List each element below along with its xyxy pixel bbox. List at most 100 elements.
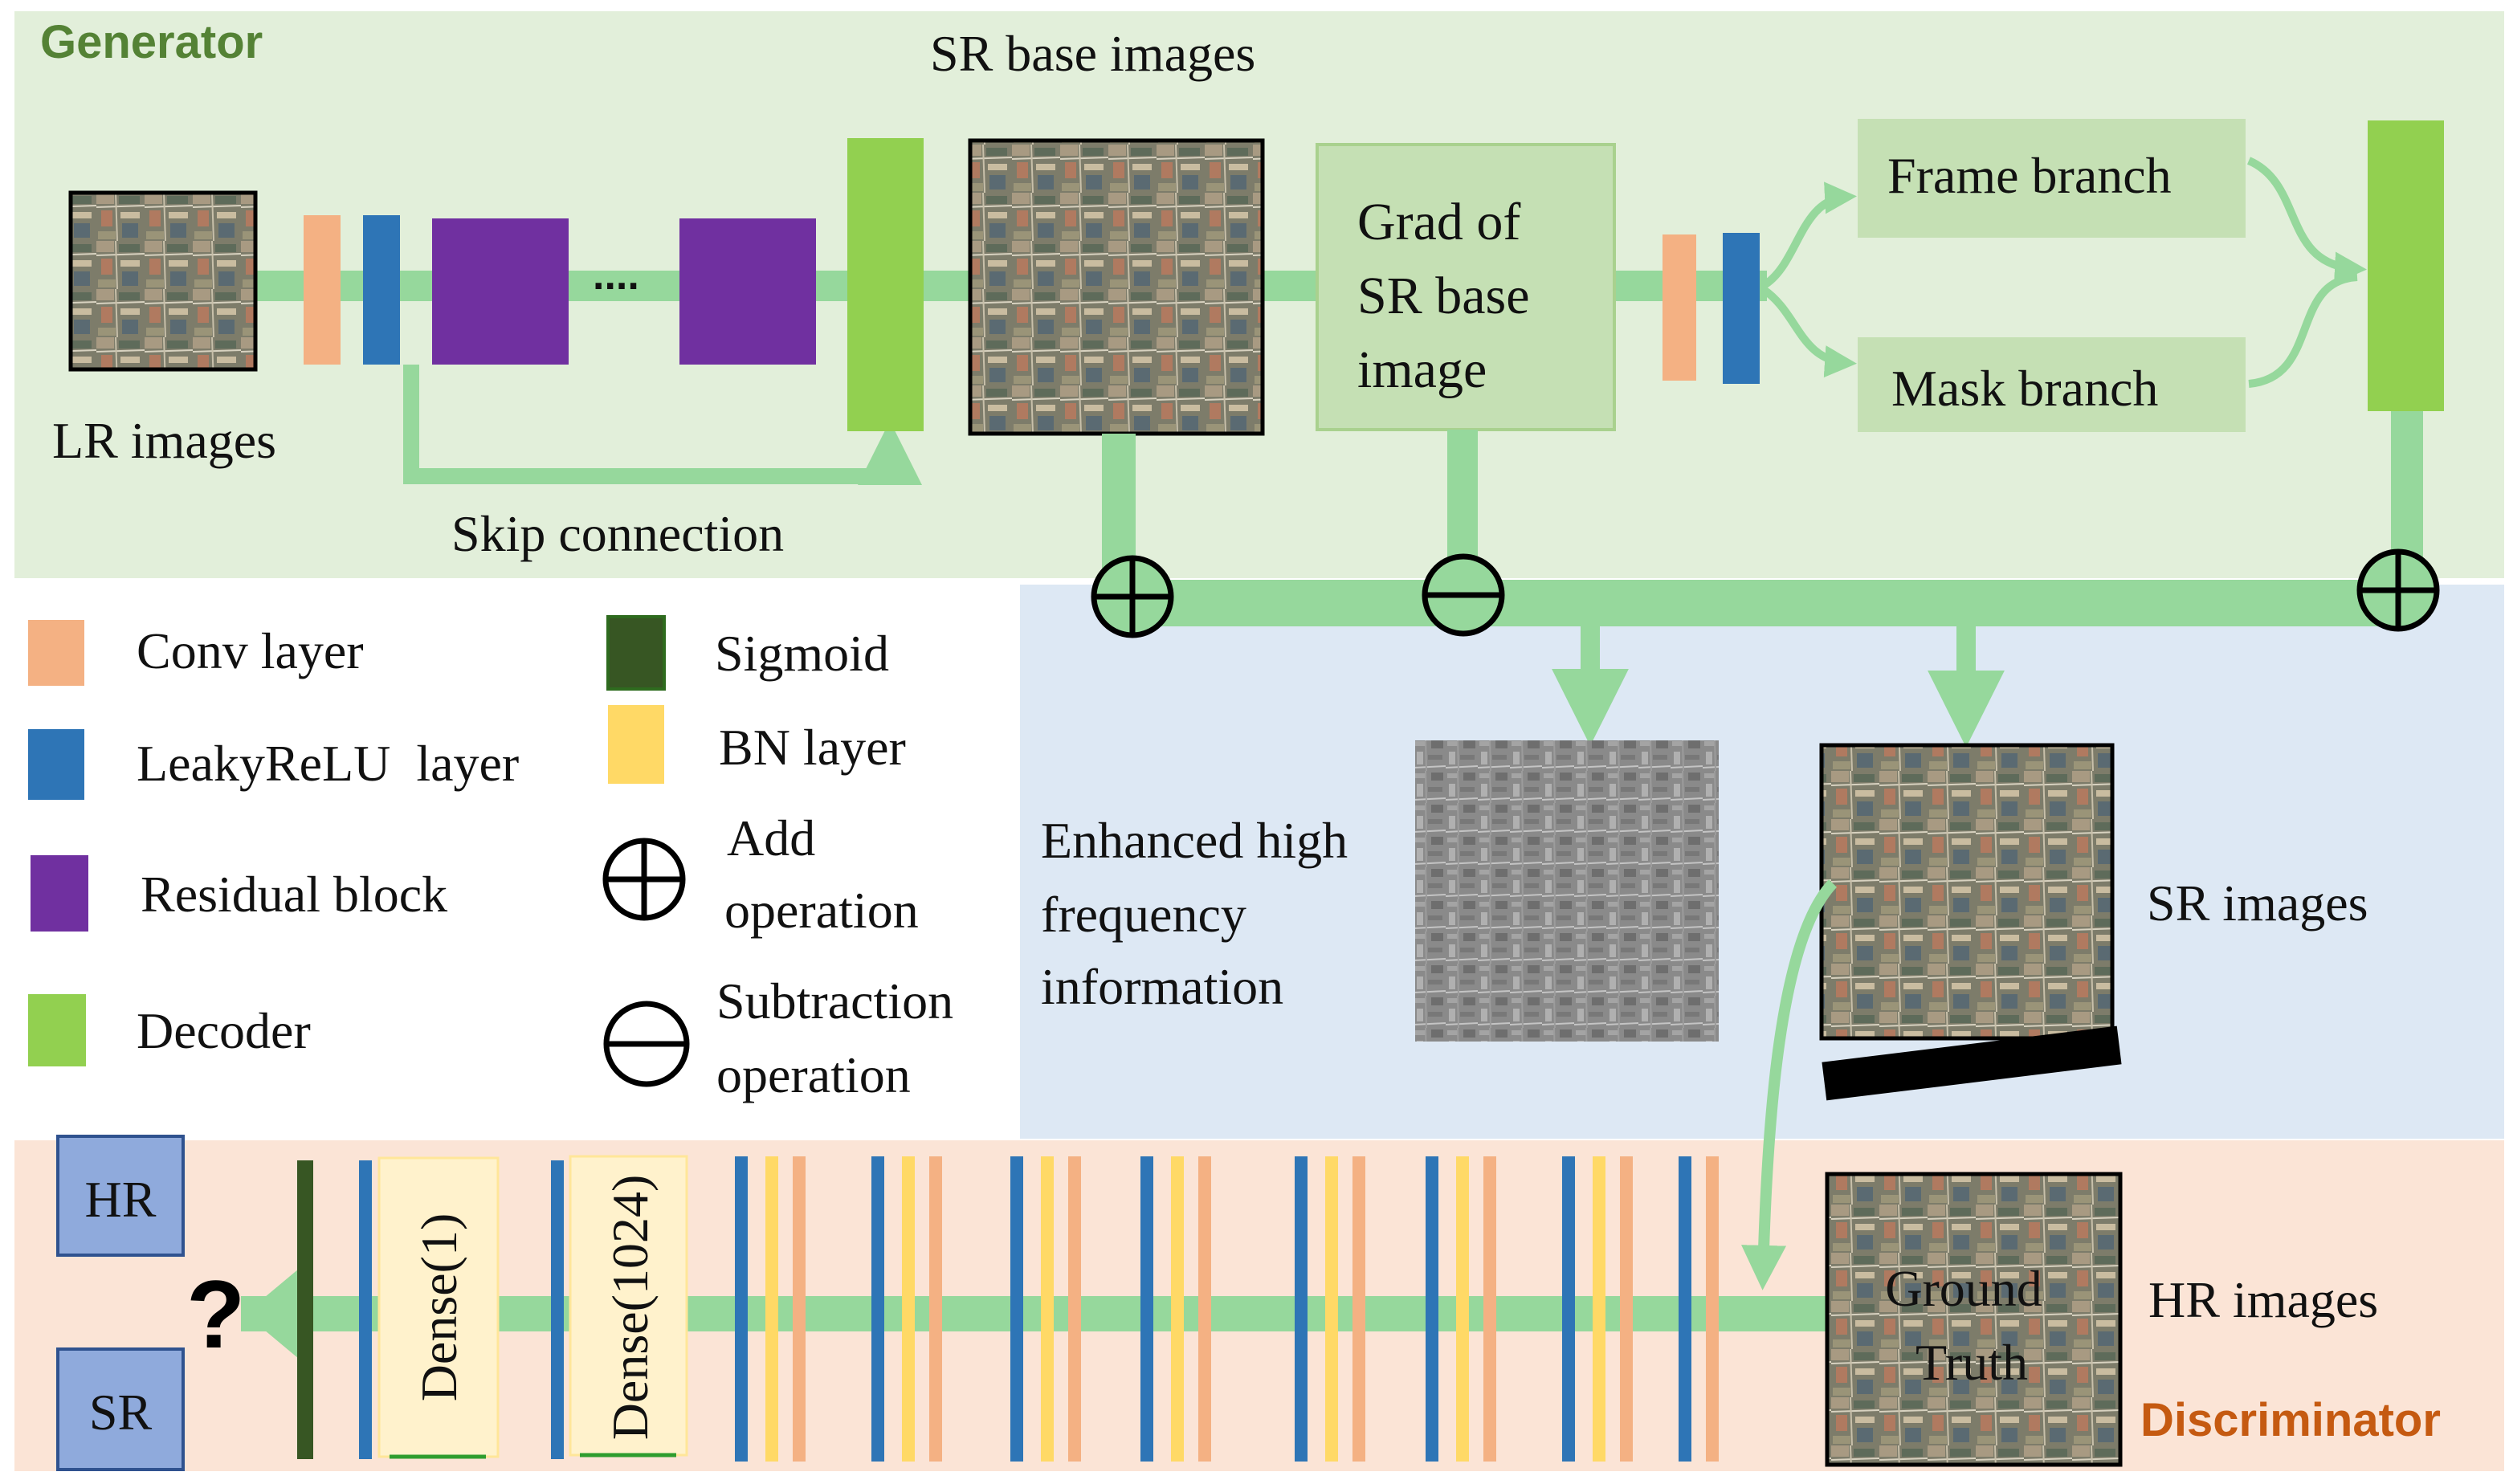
generator-title: Generator xyxy=(40,16,263,68)
enhanced-line-3: information xyxy=(1041,958,1283,1015)
enhanced-line-2: frequency xyxy=(1041,886,1246,943)
sr-image xyxy=(1819,743,2115,1041)
legend-conv-label: Conv layer xyxy=(137,622,364,679)
generator-flow-line-2 xyxy=(1261,271,1317,301)
legend-sigmoid-swatch xyxy=(606,615,666,691)
legend-subtraction-icon xyxy=(603,1001,690,1087)
disc-group-6-conv-layer xyxy=(1483,1156,1496,1462)
hr-images-label: HR images xyxy=(2148,1271,2378,1328)
enhanced-line-1: Enhanced high xyxy=(1041,812,1348,869)
grad-box-line-2: SR base xyxy=(1357,267,1530,325)
lr-image xyxy=(68,190,258,372)
add-operation-icon-2 xyxy=(2356,548,2440,632)
dense-1-box xyxy=(377,1156,500,1458)
sr-base-image xyxy=(968,138,1265,436)
residual-block-1 xyxy=(432,218,569,365)
frame-branch-label: Frame branch xyxy=(1887,147,2172,204)
legend-leaky-label: LeakyReLU layer xyxy=(137,735,519,792)
legend-sigmoid-label: Sigmoid xyxy=(715,625,889,682)
generator-decoder xyxy=(847,138,924,431)
disc-group-2-bn-layer xyxy=(902,1156,915,1462)
dense-1-label: Dense(1) xyxy=(410,1213,467,1402)
skip-connection-label: Skip connection xyxy=(451,505,784,562)
disc-group-3-conv-layer xyxy=(1068,1156,1081,1462)
sr-box-label: SR xyxy=(89,1384,153,1441)
subtraction-operation-icon xyxy=(1422,553,1505,637)
enhancement-panel xyxy=(1020,585,2504,1139)
disc-group-2-leaky-layer xyxy=(871,1156,884,1462)
disc-group-8-conv-layer xyxy=(1706,1156,1719,1462)
branch-conv-layer xyxy=(1663,234,1696,381)
operations-bar xyxy=(1128,580,2397,626)
ground-truth-line-1: Ground xyxy=(1885,1260,2042,1317)
discriminator-layer-groups xyxy=(735,1156,1719,1462)
legend-conv-swatch xyxy=(28,620,84,686)
hr-box xyxy=(56,1135,185,1257)
lr-images-label: LR images xyxy=(52,412,276,469)
disc-group-6-leaky-layer xyxy=(1426,1156,1438,1462)
discriminator-title: Discriminator xyxy=(2140,1394,2441,1446)
legend-leaky-swatch xyxy=(28,729,84,800)
sr-to-discriminator-arrow xyxy=(1741,879,1838,1290)
frame-branch-arrow-out xyxy=(2246,157,2367,284)
mask-branch-label: Mask branch xyxy=(1891,360,2158,417)
disc-group-1-conv-layer xyxy=(793,1156,806,1462)
disc-group-8-leaky-layer xyxy=(1679,1156,1691,1462)
disc-group-4-leaky-layer xyxy=(1140,1156,1153,1462)
dense-1024-box xyxy=(569,1155,688,1457)
disc-group-2-conv-layer xyxy=(929,1156,942,1462)
frame-branch-box xyxy=(1858,119,2246,238)
legend-decoder-swatch xyxy=(28,994,86,1066)
disc-group-7-leaky-layer xyxy=(1562,1156,1575,1462)
skip-connection-arrow xyxy=(403,365,922,485)
ground-truth-image xyxy=(1825,1172,2123,1467)
generator-conv-layer xyxy=(304,215,341,365)
residual-block-2 xyxy=(679,218,816,365)
disc-leaky-2 xyxy=(551,1160,564,1459)
generator-leaky-layer xyxy=(363,215,400,365)
disc-group-1-leaky-layer xyxy=(735,1156,748,1462)
hr-box-label: HR xyxy=(85,1171,157,1228)
disc-leaky-1 xyxy=(359,1160,372,1459)
legend-add-line-2: operation xyxy=(724,882,919,939)
legend-sub-line-2: operation xyxy=(716,1046,911,1103)
grad-sr-base-box xyxy=(1316,143,1616,431)
disc-group-6-bn-layer xyxy=(1456,1156,1469,1462)
question-mark: ? xyxy=(186,1261,245,1368)
legend-bn-label: BN layer xyxy=(719,719,906,776)
disc-group-5-bn-layer xyxy=(1325,1156,1338,1462)
legend-decoder-label: Decoder xyxy=(137,1002,311,1059)
grad-box-line-1: Grad of xyxy=(1357,193,1520,251)
mask-branch-box xyxy=(1858,337,2246,432)
legend-bn-swatch xyxy=(608,705,664,784)
mask-branch-arrow-in xyxy=(1760,285,1857,378)
disc-group-3-bn-layer xyxy=(1041,1156,1054,1462)
disc-sigmoid-layer xyxy=(297,1160,313,1459)
sr-box xyxy=(56,1347,185,1471)
disc-group-1-bn-layer xyxy=(765,1156,778,1462)
disc-group-7-conv-layer xyxy=(1620,1156,1633,1462)
legend-residual-label: Residual block xyxy=(141,866,447,923)
grad-box-line-3: image xyxy=(1357,340,1487,399)
ellipsis: .... xyxy=(593,252,639,299)
dense-1024-label: Dense(1024) xyxy=(602,1175,659,1441)
legend-add-icon xyxy=(602,838,686,921)
disc-group-4-conv-layer xyxy=(1198,1156,1211,1462)
ground-truth-line-2: Truth xyxy=(1915,1334,2028,1391)
sr-images-label: SR images xyxy=(2147,874,2368,932)
disc-group-3-leaky-layer xyxy=(1010,1156,1023,1462)
disc-group-7-bn-layer xyxy=(1593,1156,1605,1462)
branch-decoder xyxy=(2368,120,2444,411)
legend-residual-swatch xyxy=(31,855,88,932)
enhanced-high-frequency-image xyxy=(1415,740,1719,1042)
discriminator-output-arrowhead xyxy=(245,1269,299,1359)
sr-base-images-label: SR base images xyxy=(930,25,1255,82)
sr-image-shadow-bar xyxy=(1822,1025,2122,1101)
frame-branch-arrow-in xyxy=(1760,181,1857,290)
add-operation-icon xyxy=(1091,555,1174,638)
legend-add-line-1: Add xyxy=(727,809,815,866)
disc-group-5-leaky-layer xyxy=(1295,1156,1308,1462)
mask-branch-arrow-out xyxy=(2248,273,2358,388)
disc-group-4-bn-layer xyxy=(1171,1156,1184,1462)
